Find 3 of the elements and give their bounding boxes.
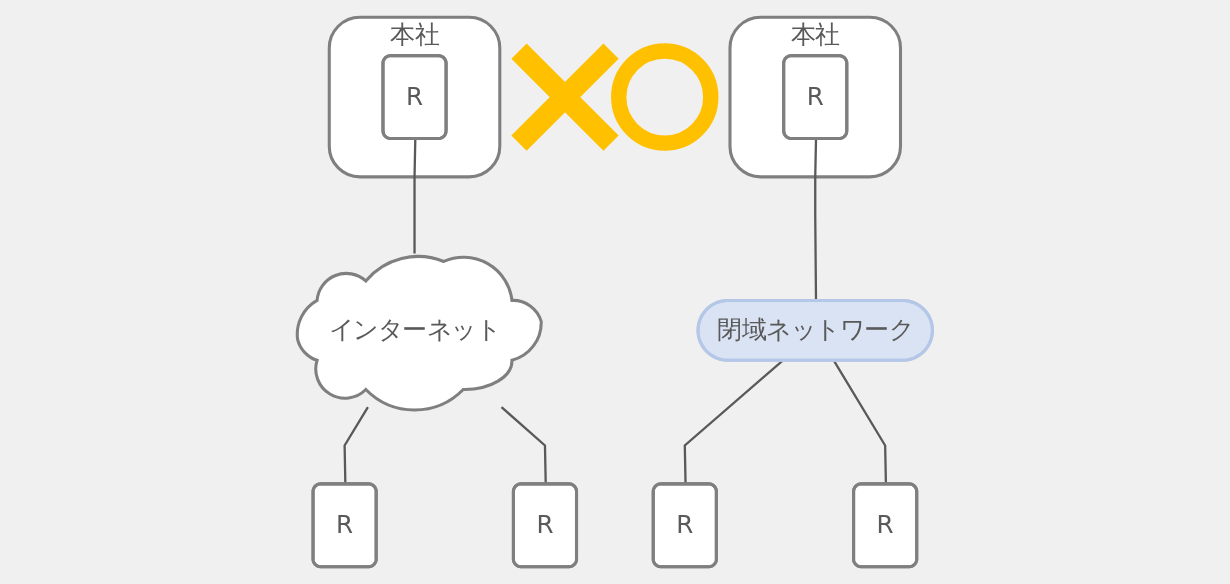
node-circle (611, 43, 719, 151)
connector (413, 139, 417, 254)
node-cross (508, 40, 622, 154)
